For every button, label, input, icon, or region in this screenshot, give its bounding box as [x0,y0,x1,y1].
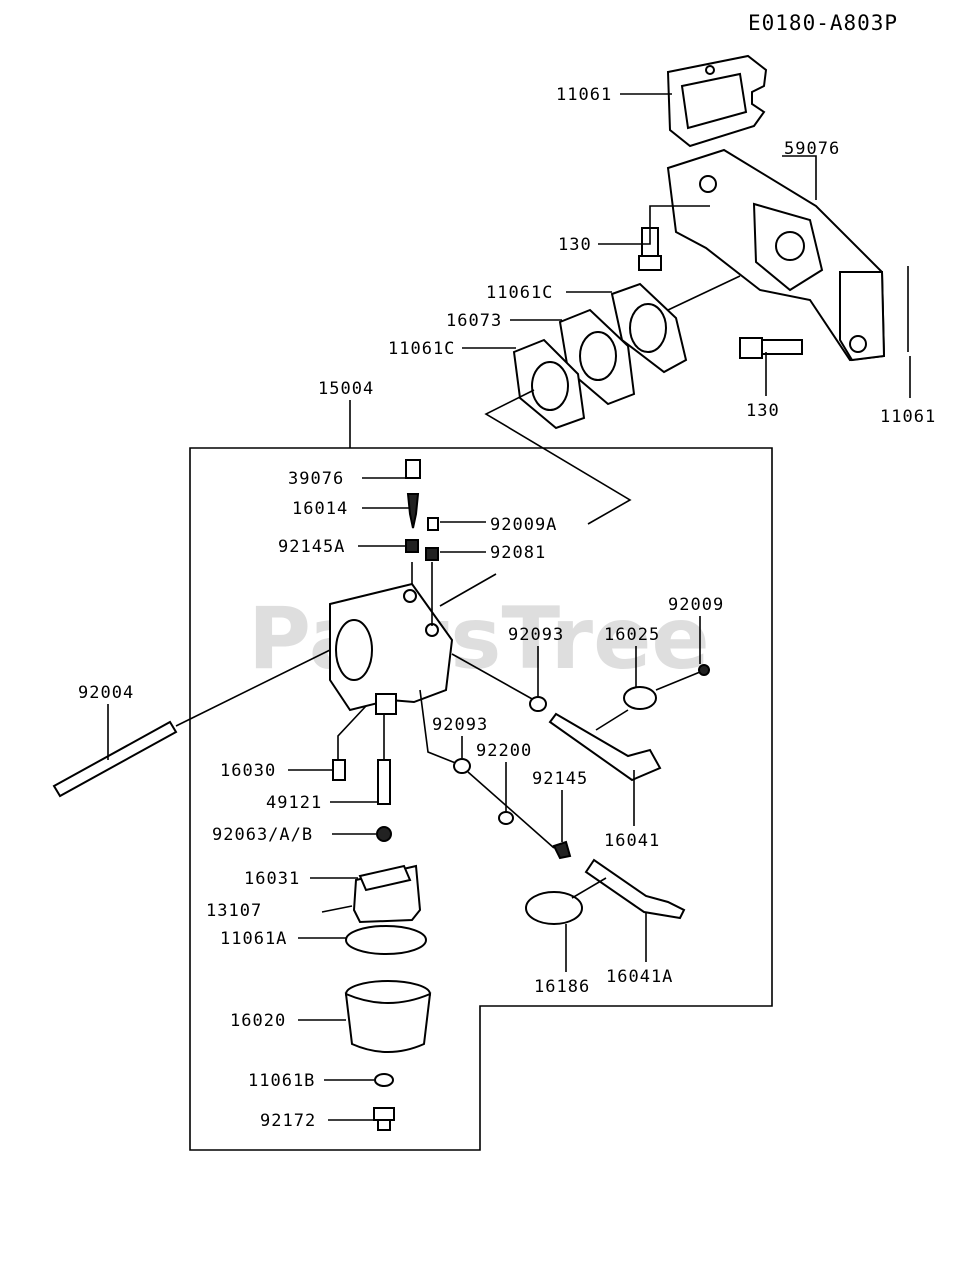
callout-11061c-a[interactable]: 11061C [486,283,553,303]
part-92063[interactable] [376,826,392,842]
bowl-16020[interactable] [344,980,432,1053]
bolt-130-b[interactable] [739,337,803,359]
callout-92081[interactable]: 92081 [490,543,546,563]
screw-92009[interactable] [698,664,710,676]
callout-11061c-b[interactable]: 11061C [388,339,455,359]
screw-92172[interactable] [373,1107,395,1131]
callout-13107[interactable]: 13107 [206,901,262,921]
callout-11061a[interactable]: 11061A [220,929,287,949]
callout-59076[interactable]: 59076 [784,139,840,159]
callout-92145a[interactable]: 92145A [278,537,345,557]
part-39076[interactable] [405,459,421,479]
washer-92200[interactable] [498,811,514,825]
shaft-16041[interactable] [548,712,662,782]
diagram-code: E0180-A803P [748,11,898,35]
callout-92009[interactable]: 92009 [668,595,724,615]
plate-16186[interactable] [525,891,583,925]
callout-11061-right[interactable]: 11061 [880,407,936,427]
part-92081[interactable] [425,547,439,561]
callout-16041a[interactable]: 16041A [606,967,673,987]
stud-92004[interactable] [52,720,178,798]
watermark: PartsTree [248,589,710,689]
callout-92093-a[interactable]: 92093 [508,625,564,645]
part-49121[interactable] [377,759,391,805]
plate-16025[interactable] [623,686,657,710]
part-16014[interactable] [406,493,420,529]
callout-16186[interactable]: 16186 [534,977,590,997]
callout-16020[interactable]: 16020 [230,1011,286,1031]
callout-92145[interactable]: 92145 [532,769,588,789]
seal-92093-a[interactable] [529,696,547,712]
callout-92172[interactable]: 92172 [260,1111,316,1131]
part-16030[interactable] [332,759,346,781]
washer-11061b[interactable] [374,1073,394,1087]
callout-16041[interactable]: 16041 [604,831,660,851]
callout-92063[interactable]: 92063/A/B [212,825,313,845]
gasket-11061-top[interactable] [666,54,768,148]
callout-16031[interactable]: 16031 [244,869,300,889]
callout-49121[interactable]: 49121 [266,793,322,813]
callout-16030[interactable]: 16030 [220,761,276,781]
callout-39076[interactable]: 39076 [288,469,344,489]
part-92145a[interactable] [405,539,419,553]
callout-16073[interactable]: 16073 [446,311,502,331]
callout-92093-b[interactable]: 92093 [432,715,488,735]
callout-16014[interactable]: 16014 [292,499,348,519]
callout-11061b[interactable]: 11061B [248,1071,315,1091]
callout-11061-top[interactable]: 11061 [556,85,612,105]
part-92009a[interactable] [427,517,439,531]
callout-92004[interactable]: 92004 [78,683,134,703]
seal-92093-b[interactable] [453,758,471,774]
assembly-outline [189,447,773,1151]
o-ring-11061a[interactable] [345,925,427,955]
shaft-16041a[interactable] [584,858,686,920]
callout-130-b[interactable]: 130 [746,401,780,421]
callout-130-a[interactable]: 130 [558,235,592,255]
float-16031[interactable] [352,864,422,924]
callout-15004[interactable]: 15004 [318,379,374,399]
leader-lines [107,93,911,1121]
spring-92145[interactable] [552,840,572,860]
manifold-59076[interactable] [666,148,886,362]
callout-92200[interactable]: 92200 [476,741,532,761]
callout-16025[interactable]: 16025 [604,625,660,645]
gasket-11061c-lower[interactable] [512,338,586,430]
callout-92009a[interactable]: 92009A [490,515,557,535]
carburetor-body[interactable] [329,582,454,715]
